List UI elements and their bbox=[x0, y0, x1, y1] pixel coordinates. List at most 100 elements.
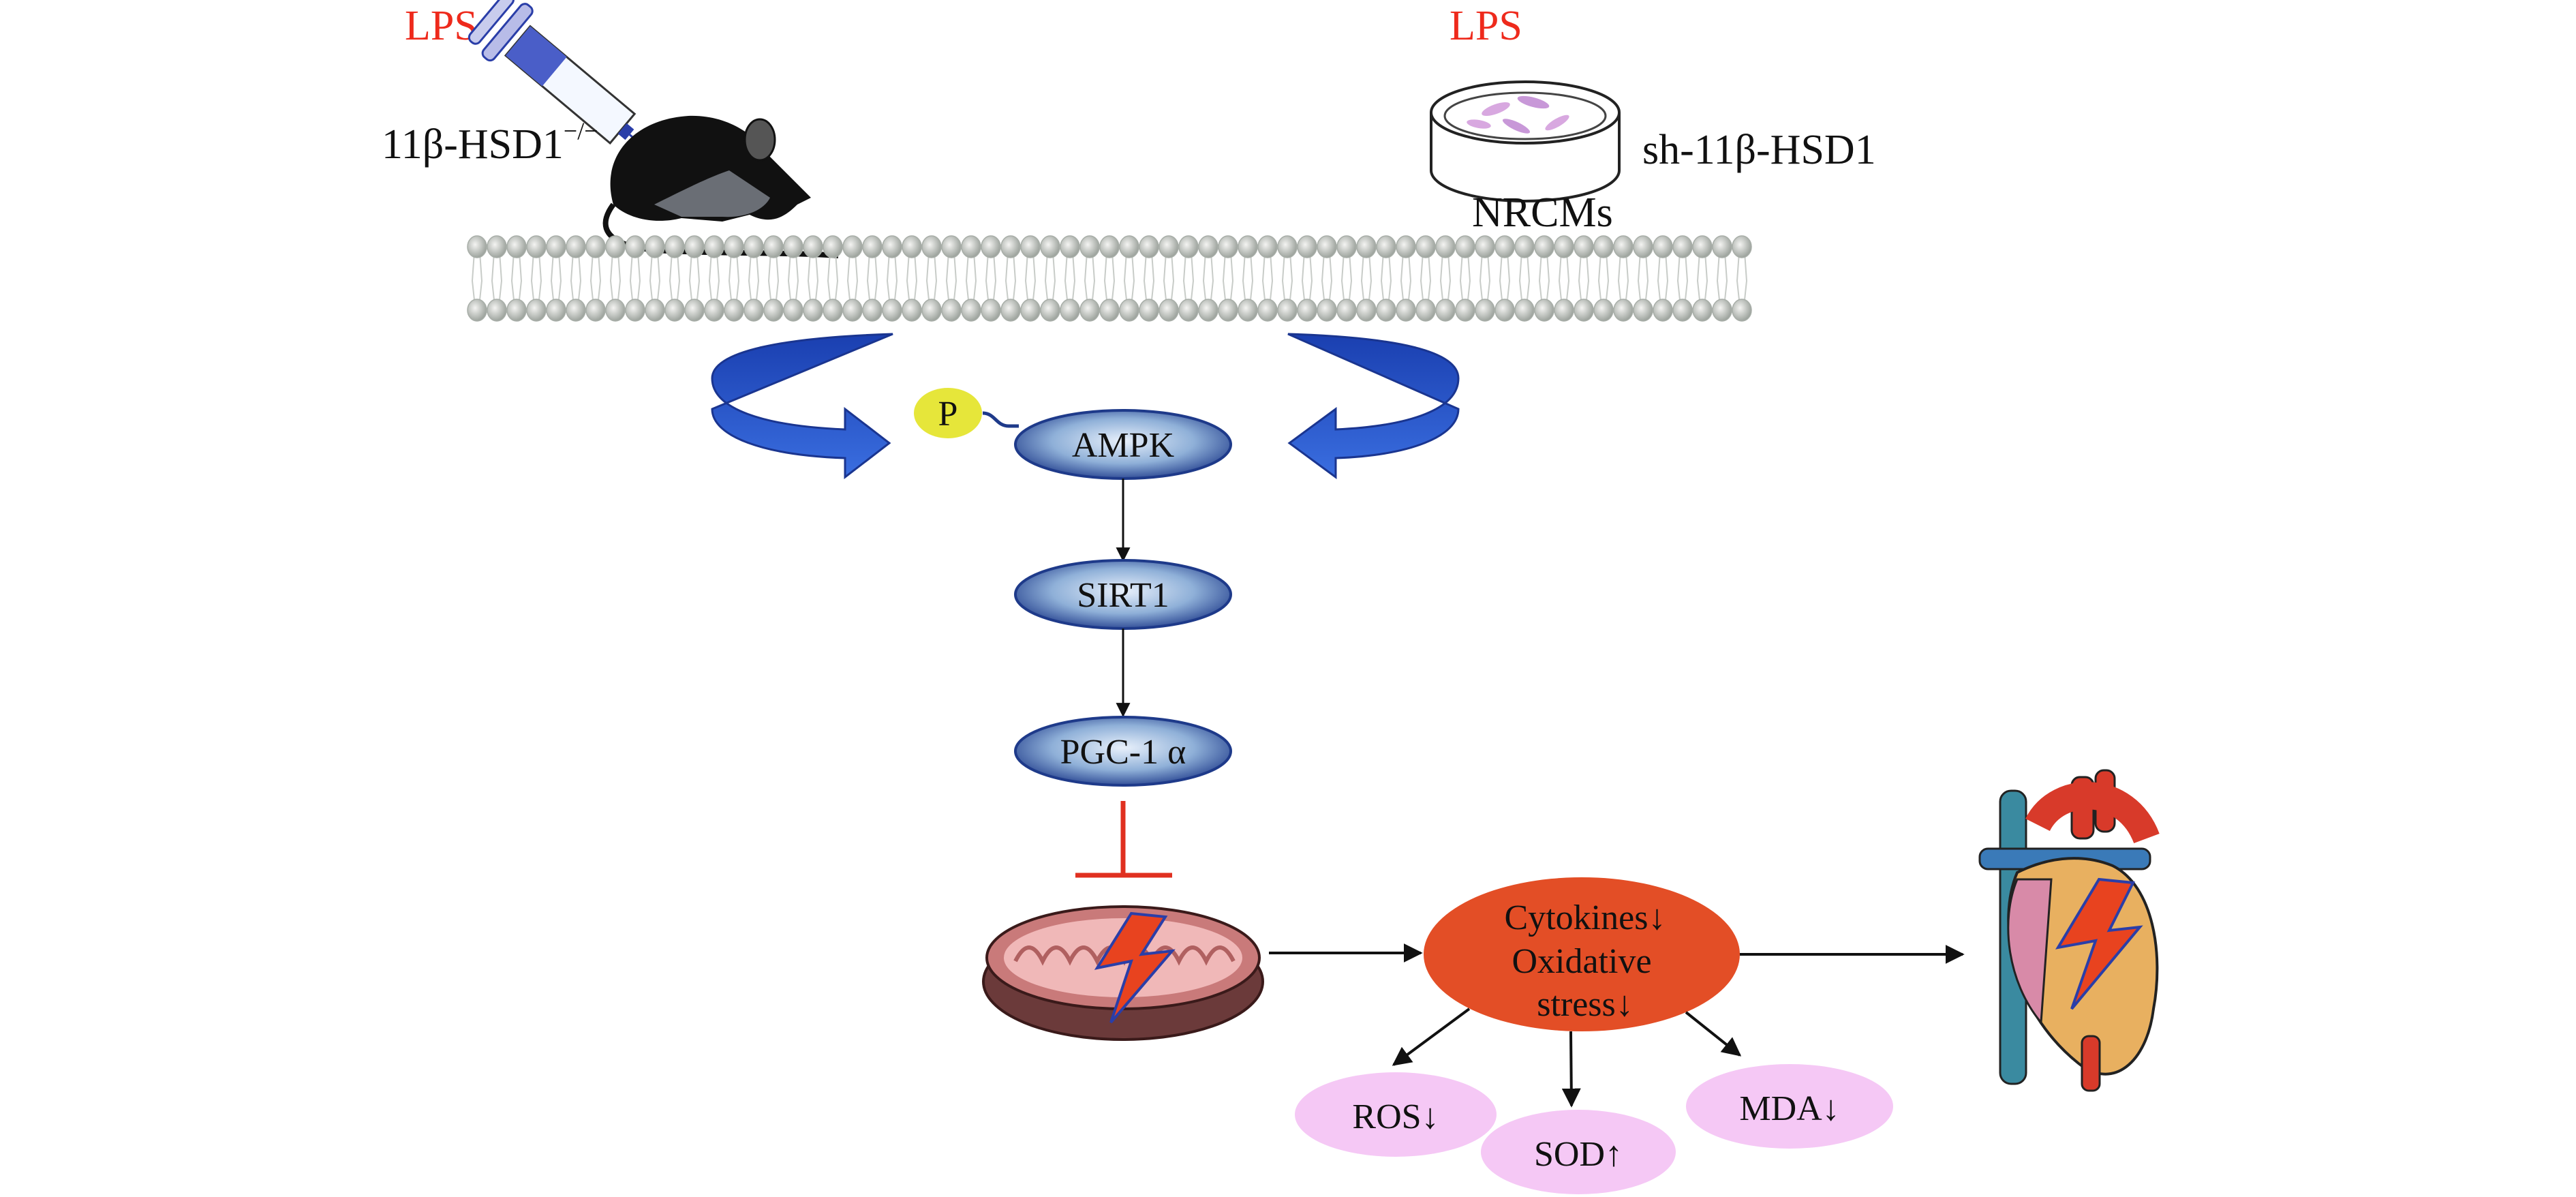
lipid-head bbox=[862, 299, 883, 322]
lipid-head bbox=[1712, 235, 1732, 258]
lipid-head bbox=[526, 299, 547, 322]
lipid-head bbox=[1554, 299, 1574, 322]
lightning-icon bbox=[1094, 911, 1176, 1024]
lipid-head bbox=[645, 299, 665, 322]
arrow-to-mda bbox=[1685, 1011, 1742, 1057]
lipid-head bbox=[1159, 299, 1179, 322]
lipid-head bbox=[882, 235, 902, 258]
lipid-head bbox=[743, 299, 764, 322]
lightning-icon bbox=[2055, 877, 2143, 1010]
lipid-head bbox=[1514, 235, 1535, 258]
lipid-head bbox=[961, 235, 981, 258]
lipid-head bbox=[566, 235, 586, 258]
lipid-head bbox=[625, 235, 645, 258]
lipid-head bbox=[1277, 299, 1298, 322]
lipid-head bbox=[1099, 299, 1120, 322]
lipid-head bbox=[1455, 299, 1475, 322]
lipid-head bbox=[783, 235, 803, 258]
lipid-head bbox=[1297, 299, 1317, 322]
marker-ros: ROS↓ bbox=[1295, 1072, 1497, 1157]
lipid-head bbox=[1534, 299, 1554, 322]
lipid-head bbox=[1494, 235, 1515, 258]
lipid-head bbox=[1336, 235, 1357, 258]
lipid-head bbox=[1376, 299, 1396, 322]
lipid-head bbox=[1040, 235, 1060, 258]
lipid-head bbox=[1514, 299, 1535, 322]
phospho-link bbox=[982, 411, 1019, 428]
lipid-head bbox=[1396, 235, 1416, 258]
lipid-head bbox=[842, 299, 863, 322]
lipid-head bbox=[1376, 235, 1396, 258]
syringe-icon bbox=[467, 0, 691, 187]
lipid-head bbox=[1415, 235, 1436, 258]
lipid-head bbox=[1574, 235, 1594, 258]
lipid-head bbox=[1178, 299, 1199, 322]
lipid-head bbox=[1060, 299, 1080, 322]
lipid-head bbox=[1198, 235, 1218, 258]
lipid-head bbox=[921, 299, 942, 322]
lipid-head bbox=[664, 235, 685, 258]
lipid-head bbox=[1000, 299, 1021, 322]
lipid-head bbox=[981, 235, 1001, 258]
lipid-head bbox=[1435, 235, 1456, 258]
lipid-head bbox=[1000, 235, 1021, 258]
lipid-head bbox=[1020, 299, 1041, 322]
outcome-line-1: Cytokines↓ bbox=[1505, 898, 1666, 937]
lipid-head bbox=[1297, 235, 1317, 258]
outcome-node: Cytokines↓ Oxidative stress↓ bbox=[1424, 877, 1740, 1031]
lipid-head bbox=[1653, 235, 1673, 258]
lipid-head bbox=[882, 299, 902, 322]
lipid-head bbox=[1079, 235, 1100, 258]
lipid-head bbox=[1238, 299, 1258, 322]
lipid-head bbox=[625, 299, 645, 322]
mitochondrion-icon bbox=[982, 905, 1264, 1041]
lipid-head bbox=[645, 235, 665, 258]
lipid-head bbox=[1396, 299, 1416, 322]
cell-membrane bbox=[467, 235, 1752, 322]
lipid-head bbox=[1356, 235, 1377, 258]
lipid-head bbox=[1475, 235, 1495, 258]
lipid-head bbox=[684, 235, 705, 258]
lipid-head bbox=[1119, 299, 1139, 322]
lipid-head bbox=[664, 299, 685, 322]
knockdown-label: sh-11β-HSD1 bbox=[1642, 127, 1876, 173]
lipid-head bbox=[526, 235, 547, 258]
lipid-head bbox=[724, 235, 744, 258]
lipid-head bbox=[1692, 235, 1713, 258]
lipid-head bbox=[1257, 299, 1278, 322]
lipid-head bbox=[1534, 235, 1554, 258]
mouse-icon bbox=[602, 115, 839, 258]
lipid-head bbox=[1159, 235, 1179, 258]
lipid-head bbox=[506, 299, 527, 322]
lipid-head bbox=[1672, 235, 1693, 258]
lipid-head bbox=[1317, 299, 1337, 322]
lipid-head bbox=[546, 299, 566, 322]
lipid-head bbox=[1415, 299, 1436, 322]
lipid-head bbox=[823, 235, 843, 258]
node-ampk: AMPK bbox=[1014, 409, 1232, 480]
lipid-head bbox=[585, 299, 606, 322]
lipid-head bbox=[803, 299, 823, 322]
node-sirt1-label: SIRT1 bbox=[1077, 576, 1169, 615]
lipid-head bbox=[566, 299, 586, 322]
marker-sod-label: SOD↑ bbox=[1534, 1135, 1623, 1174]
lipid-head bbox=[941, 299, 962, 322]
lipid-head bbox=[1040, 299, 1060, 322]
node-pgc1a-label: PGC-1 α bbox=[1060, 733, 1186, 772]
lipid-head bbox=[842, 235, 863, 258]
lipid-head bbox=[1139, 235, 1159, 258]
lps-label-right: LPS bbox=[1450, 3, 1522, 49]
lipid-head bbox=[487, 299, 507, 322]
lipid-head bbox=[1119, 235, 1139, 258]
lipid-head bbox=[1455, 235, 1475, 258]
lipid-head bbox=[763, 235, 784, 258]
phospho-label: P bbox=[938, 395, 958, 434]
lipid-head bbox=[1435, 299, 1456, 322]
lipid-head bbox=[1020, 235, 1041, 258]
lipid-head bbox=[1317, 235, 1337, 258]
lipid-head bbox=[1178, 235, 1199, 258]
marker-ros-label: ROS↓ bbox=[1352, 1097, 1439, 1136]
node-sirt1: SIRT1 bbox=[1014, 559, 1232, 630]
lipid-head bbox=[1257, 235, 1278, 258]
